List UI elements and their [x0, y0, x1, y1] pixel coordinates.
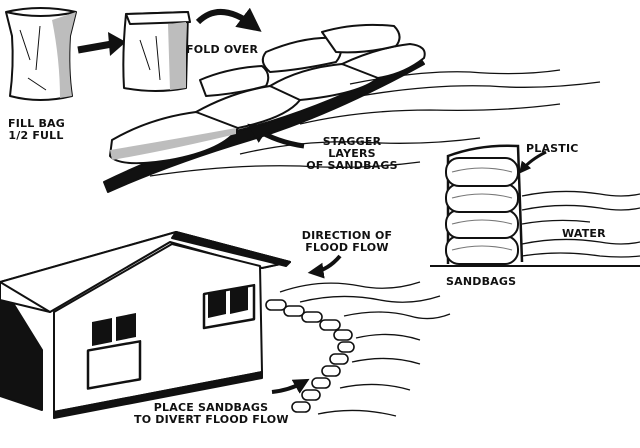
house-windows: [92, 286, 248, 346]
diversion-sandbag-wall: [265, 299, 355, 413]
wave-lines-top: [149, 69, 601, 177]
place-line-2: TO DIVERT FLOOD FLOW: [134, 413, 289, 426]
stagger-line-3: OF SANDBAGS: [306, 159, 398, 172]
plastic-label: PLASTIC: [526, 142, 579, 155]
stagger-line-2: LAYERS: [328, 147, 376, 160]
arrow-to-stagger: [247, 123, 305, 149]
fill-bag-label: FILL BAG 1/2 FULL: [8, 117, 65, 142]
place-line-1: PLACE SANDBAGS: [153, 401, 269, 414]
water-lines: [521, 190, 640, 258]
fill-bag-line-1: FILL BAG: [8, 117, 65, 130]
folded-sandbag-icon: [122, 11, 191, 92]
sandbags-label: SANDBAGS: [446, 275, 517, 288]
open-sandbag-icon: [5, 7, 77, 101]
house-icon: [0, 231, 291, 419]
sandbag-stack: [445, 144, 524, 265]
flood-direction-arrow: [307, 254, 342, 279]
stagger-label: STAGGER LAYERS OF SANDBAGS: [300, 136, 404, 172]
fold-over-label: FOLD OVER: [186, 43, 259, 56]
fill-bag-line-2: 1/2 FULL: [8, 129, 64, 142]
direction-label: DIRECTION OF FLOOD FLOW: [296, 230, 398, 254]
plastic-pointer: [519, 150, 547, 174]
place-sandbags-label: PLACE SANDBAGS TO DIVERT FLOOD FLOW: [134, 402, 288, 426]
direction-line-1: DIRECTION OF: [301, 229, 393, 242]
curved-arrow-icon: [195, 7, 262, 32]
water-label: WATER: [562, 227, 606, 240]
direction-line-2: FLOOD FLOW: [305, 241, 389, 254]
flood-flow-lines: [279, 281, 451, 417]
place-sandbags-arrow: [271, 378, 310, 394]
stagger-line-1: STAGGER: [322, 135, 382, 148]
arrow-fill-to-fold: [77, 32, 126, 56]
